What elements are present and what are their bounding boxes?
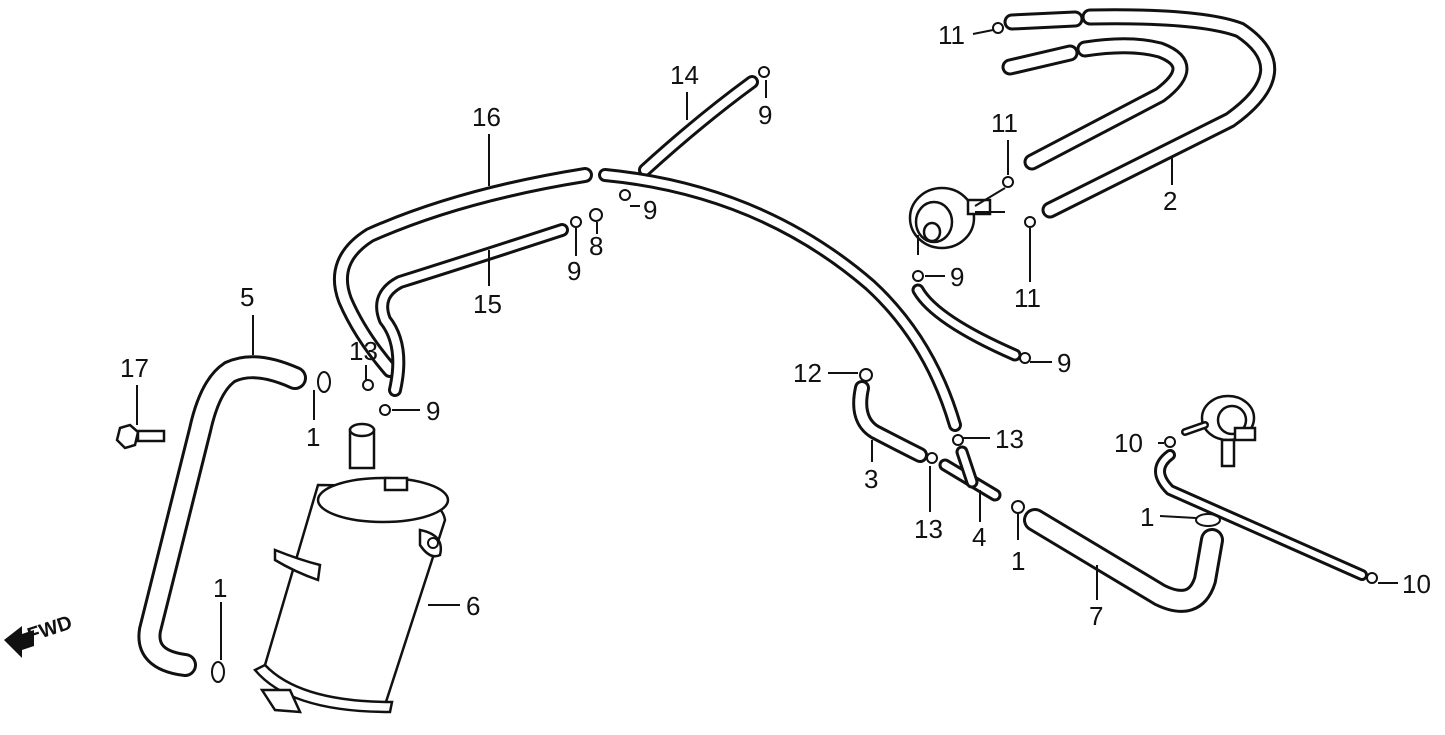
callout-label: 10 <box>1402 569 1431 599</box>
callout-label: 11 <box>991 108 1018 138</box>
callout-label: 5 <box>240 282 254 312</box>
clips <box>211 22 1378 683</box>
control-valve-lower <box>1181 394 1257 468</box>
callout-label: 11 <box>938 20 965 50</box>
arrow-left-icon <box>4 626 34 658</box>
callout-label: 13 <box>349 336 378 366</box>
callout-label: 7 <box>1089 601 1103 631</box>
callout-label: 9 <box>950 262 964 292</box>
leader-lines <box>136 29 1398 660</box>
callout-label: 9 <box>426 396 440 426</box>
callout-label: 9 <box>758 100 772 130</box>
control-valve-upper <box>908 186 1006 255</box>
callout-label: 9 <box>643 195 657 225</box>
callout-label: 9 <box>1057 348 1071 378</box>
hose-16 <box>332 167 593 378</box>
callout-label: 11 <box>1014 283 1041 313</box>
callout-label: 1 <box>1140 502 1154 532</box>
hose-3 <box>852 380 928 463</box>
fwd-arrow: FWD <box>4 612 75 658</box>
canister-6 <box>253 422 450 714</box>
fwd-label: FWD <box>25 612 75 647</box>
callout-label: 13 <box>914 514 943 544</box>
hose-5 <box>137 355 307 677</box>
callout-label: 8 <box>589 231 603 261</box>
joint-4 <box>938 445 1002 502</box>
hose-valve-drain <box>911 283 1022 362</box>
callout-label: 1 <box>213 573 227 603</box>
hose-14 <box>638 75 759 177</box>
hose-10 <box>1154 449 1368 581</box>
callout-label: 15 <box>473 289 502 319</box>
callout-label: 3 <box>864 464 878 494</box>
callout-label: 1 <box>306 422 320 452</box>
callout-label: 12 <box>793 358 822 388</box>
hose-long-arc <box>598 168 962 432</box>
callout-label: 17 <box>120 353 149 383</box>
callout-label: 16 <box>472 102 501 132</box>
bolt-17 <box>115 423 166 450</box>
hose-15 <box>375 223 569 397</box>
hose-2 <box>1001 8 1276 219</box>
callout-label: 13 <box>995 424 1024 454</box>
callout-label: 2 <box>1163 186 1177 216</box>
hose-7 <box>1023 508 1224 613</box>
callout-label: 14 <box>670 60 699 90</box>
callout-labels: 11 14 9 16 9 8 9 15 11 2 11 9 9 5 17 13 … <box>120 20 1431 631</box>
callout-label: 1 <box>1011 546 1025 576</box>
callout-label: 6 <box>466 591 480 621</box>
callout-label: 9 <box>567 256 581 286</box>
callout-label: 4 <box>972 522 986 552</box>
callout-label: 10 <box>1114 428 1143 458</box>
